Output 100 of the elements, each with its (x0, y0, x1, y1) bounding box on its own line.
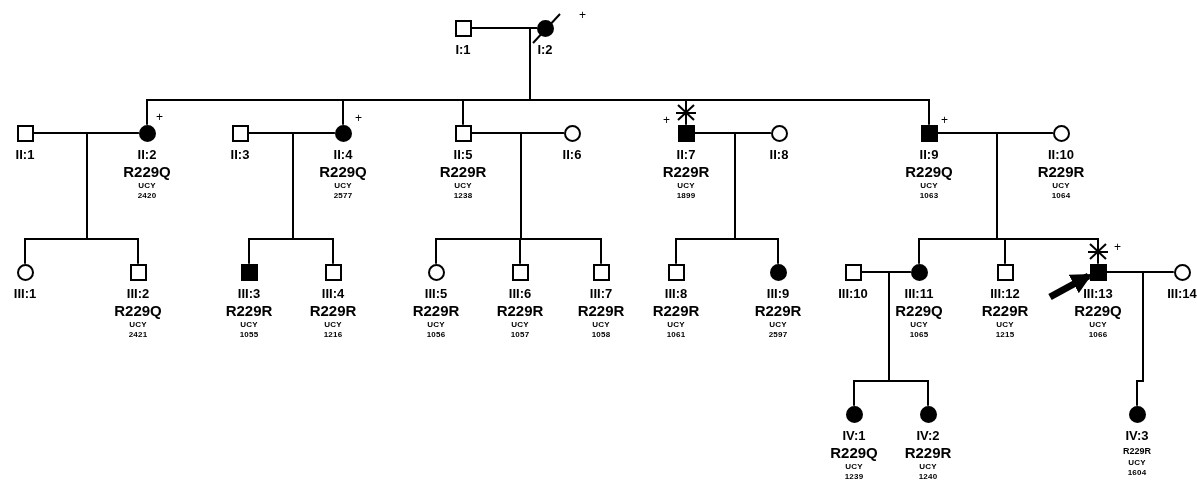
genotype-label: R229R (652, 302, 700, 320)
female-symbol (427, 263, 445, 281)
genotype-label: R229R (496, 302, 544, 320)
plus-sign: + (663, 114, 670, 126)
affected-female-symbol (910, 263, 928, 281)
sample-id: UCY 1238 (452, 181, 474, 201)
individual-id: III:3 (237, 286, 261, 301)
female-symbol (770, 124, 788, 142)
plus-sign: + (579, 9, 586, 21)
genotype-label: R229R (1123, 445, 1151, 458)
genotype-label: R229Q (114, 302, 162, 320)
individual-id: II:6 (562, 147, 582, 162)
sample-id: UCY 1899 (675, 181, 697, 201)
individual-id: II:4 (333, 147, 353, 162)
genotype-label: R229R (225, 302, 273, 320)
individual-id: II:9 (919, 147, 939, 162)
female-symbol (16, 263, 34, 281)
sample-id: UCY 1216 (322, 320, 344, 340)
individual-id: II:3 (230, 147, 250, 162)
affected-male-symbol (1089, 263, 1107, 281)
sample-id: UCY 2597 (767, 320, 789, 340)
sample-id: UCY 1064 (1050, 181, 1072, 201)
individual-id: III:12 (990, 286, 1020, 301)
plus-sign: + (156, 111, 163, 123)
genotype-label: R229Q (1074, 302, 1122, 320)
plus-sign: + (1114, 241, 1121, 253)
individual-id: III:1 (13, 286, 37, 301)
individual-id: III:8 (664, 286, 688, 301)
individual-id: II:2 (137, 147, 157, 162)
individual-id: III:6 (508, 286, 532, 301)
descent-line (1136, 271, 1175, 407)
sample-id: UCY 1063 (918, 181, 940, 201)
affected-male-symbol (240, 263, 258, 281)
sample-id: UCY 2420 (136, 181, 158, 201)
individual-id: III:14 (1167, 286, 1197, 301)
individual-id: III:11 (904, 286, 934, 301)
individual-id: III:9 (766, 286, 790, 301)
genotype-label: R229Q (830, 444, 878, 462)
sample-id: UCY 1239 (843, 462, 865, 482)
male-symbol (454, 124, 472, 142)
individual-id: III:7 (589, 286, 613, 301)
individual-id: I:2 (537, 42, 553, 57)
female-symbol (563, 124, 581, 142)
individual-id: III:4 (321, 286, 345, 301)
male-symbol (844, 263, 862, 281)
genotype-label: R229R (754, 302, 802, 320)
affected-female-symbol (536, 19, 554, 37)
individual-id: I:1 (455, 42, 471, 57)
affected-male-symbol (920, 124, 938, 142)
sample-id: UCY 1061 (665, 320, 687, 340)
sample-id: UCY 1057 (509, 320, 531, 340)
genotype-label: R229Q (895, 302, 943, 320)
sample-id: UCY 1056 (425, 320, 447, 340)
male-symbol (592, 263, 610, 281)
individual-id: IV:3 (1125, 428, 1149, 443)
genotype-label: R229R (439, 163, 487, 181)
genotype-label: R229R (1037, 163, 1085, 181)
affected-female-symbol (138, 124, 156, 142)
genotype-label: R229R (309, 302, 357, 320)
descent-line (292, 132, 336, 265)
genotype-label: R229Q (319, 163, 367, 181)
individual-id: IV:1 (842, 428, 866, 443)
individual-id: II:5 (453, 147, 473, 162)
individual-id: II:1 (15, 147, 35, 162)
individual-id: III:2 (126, 286, 150, 301)
sample-id: UCY 1604 (1126, 458, 1148, 478)
male-symbol (231, 124, 249, 142)
genotype-label: R229R (904, 444, 952, 462)
individual-id: III:13 (1083, 286, 1113, 301)
genotype-label: R229R (577, 302, 625, 320)
male-symbol (16, 124, 34, 142)
male-symbol (454, 19, 472, 37)
female-symbol (1052, 124, 1070, 142)
individual-id: II:8 (769, 147, 789, 162)
sample-id: UCY 1058 (590, 320, 612, 340)
sample-id: UCY 1066 (1087, 320, 1109, 340)
plus-sign: + (355, 112, 362, 124)
affected-female-symbol (845, 405, 863, 423)
genotype-label: R229Q (123, 163, 171, 181)
sample-id: UCY 2421 (127, 320, 149, 340)
sample-id: UCY 1055 (238, 320, 260, 340)
female-symbol (1173, 263, 1191, 281)
individual-id: II:10 (1048, 147, 1074, 162)
male-symbol (511, 263, 529, 281)
genotype-label: R229R (981, 302, 1029, 320)
descent-line (520, 132, 602, 265)
plus-sign: + (941, 114, 948, 126)
male-symbol (667, 263, 685, 281)
affected-female-symbol (334, 124, 352, 142)
genotype-label: R229R (412, 302, 460, 320)
individual-id: II:7 (676, 147, 696, 162)
individual-id: III:10 (838, 286, 868, 301)
individual-id: IV:2 (916, 428, 940, 443)
sample-id: UCY 1215 (994, 320, 1016, 340)
affected-female-symbol (1128, 405, 1146, 423)
genotype-label: R229R (662, 163, 710, 181)
sample-id: UCY 2577 (332, 181, 354, 201)
affected-male-symbol (677, 124, 695, 142)
affected-female-symbol (769, 263, 787, 281)
sample-id: UCY 1065 (908, 320, 930, 340)
